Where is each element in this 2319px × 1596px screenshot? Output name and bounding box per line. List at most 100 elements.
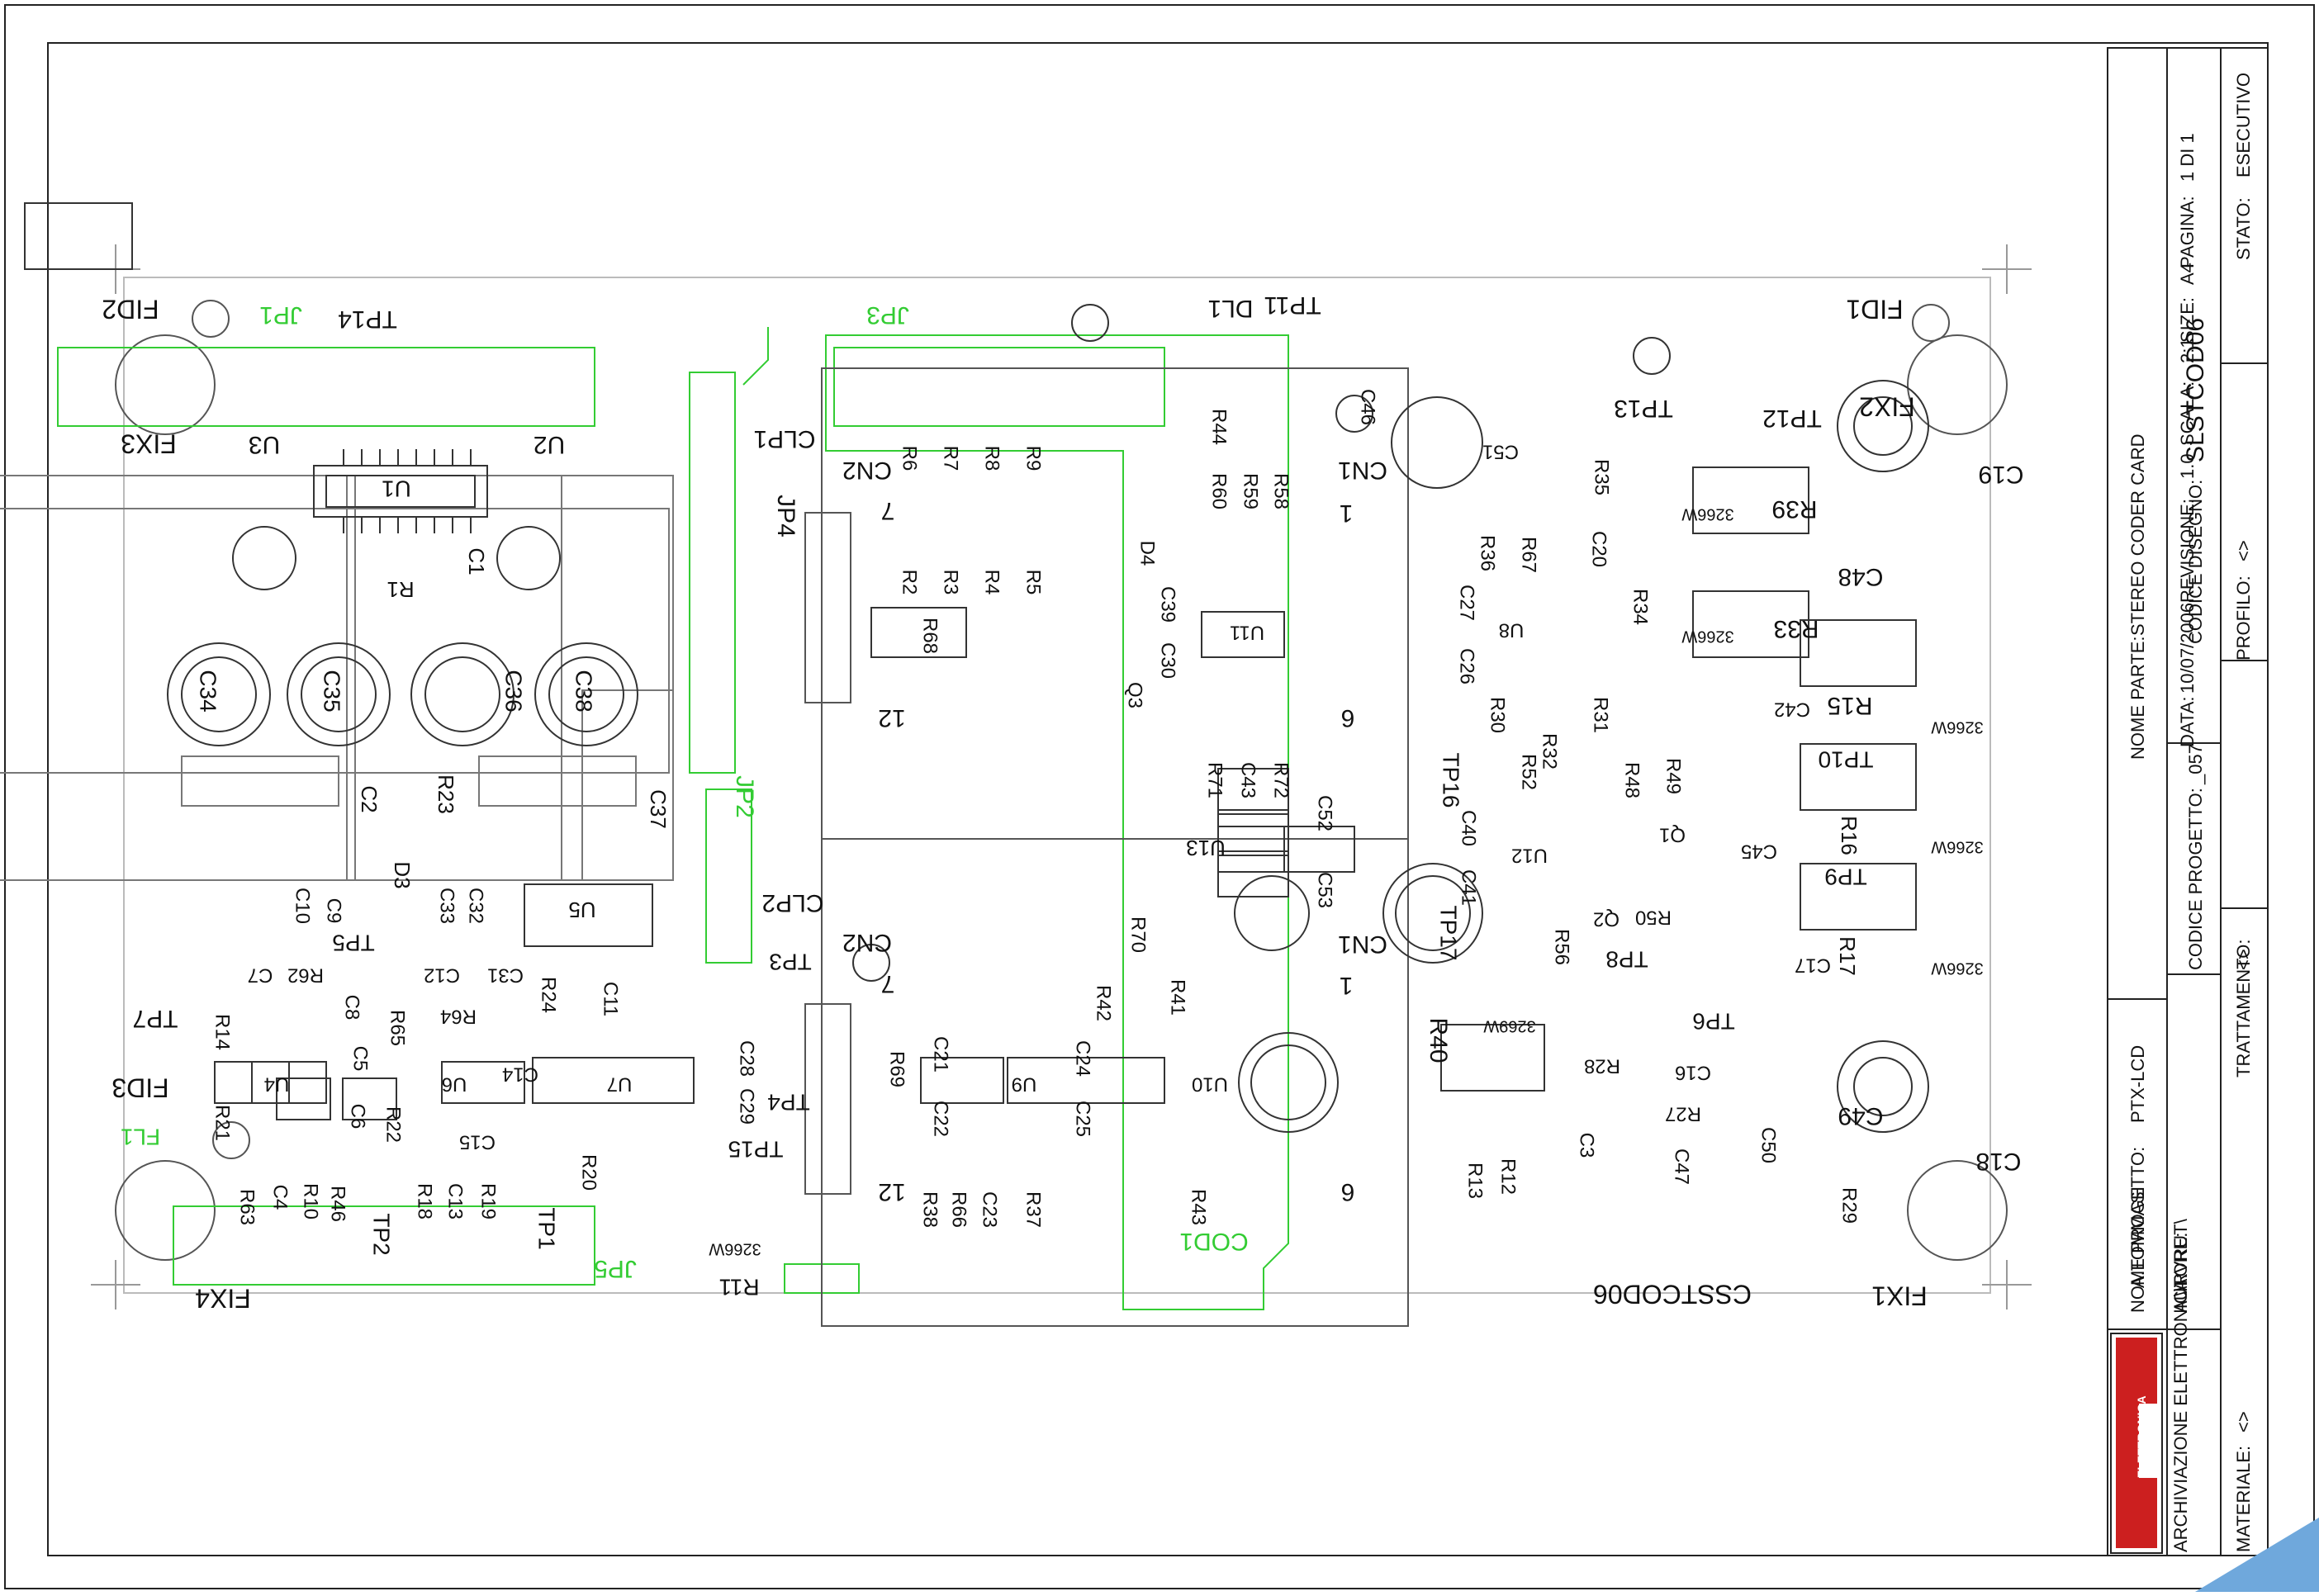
title-pagina: 1 DI 1 [2177,133,2198,182]
label-c25: C25 [1072,1101,1094,1137]
label-tp8: TP8 [1605,947,1648,973]
title-autore-label: AUTORE: [2170,1233,2191,1313]
label-r33: R33 [1773,615,1819,642]
label-c20: C20 [1588,531,1610,567]
label-r2: R2 [899,570,921,595]
label-u8: U8 [1499,619,1525,642]
label-c13: C13 [444,1183,467,1219]
label-u3: U3 [249,431,280,458]
label-u1: U1 [382,476,411,502]
label-q3: Q3 [1124,682,1146,708]
label-r66: R66 [948,1191,970,1228]
label-r10: R10 [300,1183,322,1219]
title-profilo-label: PROFILO: [2233,575,2254,661]
label-r58: R58 [1270,473,1292,509]
label-c22: C22 [930,1101,952,1137]
label-pin7: 7 [881,497,895,524]
label-pot: 3266W [1931,718,1983,736]
label-r17: R17 [1835,936,1860,976]
title-codice-progetto-label: CODICE PROGETTO: [2185,788,2206,970]
label-r37: R37 [1022,1191,1045,1228]
title-nome-progetto: PTX-LCD [2127,1045,2148,1123]
label-r32: R32 [1539,733,1561,770]
title-materiale: <> [2233,1411,2254,1433]
label-c39: C39 [1157,586,1179,623]
title-pagina-label: PAGINA: [2177,196,2198,268]
label-c35: C35 [320,670,345,712]
label-cod1: COD1 [1179,1228,1248,1255]
label-c37: C37 [646,789,671,829]
label-r39: R39 [1771,495,1817,523]
title-trattamento-label: TRATTAMENTO: [2233,940,2254,1077]
label-c7: C7 [248,964,273,987]
label-u13: U13 [1186,836,1226,860]
title-profilo: <> [2233,540,2254,561]
label-r14: R14 [211,1014,234,1050]
label-r12: R12 [1497,1158,1520,1195]
title-nome-parte: STEREO CODER CARD [2127,434,2148,636]
label-c48: C48 [1838,563,1883,590]
title-revisione-label: REVISIONE: [2177,499,2198,603]
label-c42: C42 [1774,699,1810,721]
label-c28: C28 [736,1040,758,1077]
label-r64: R64 [440,1006,477,1028]
label-fid1: FID1 [1846,295,1903,324]
label-r23: R23 [434,774,458,814]
title-data-label: DATA: [2177,696,2198,747]
label-r60: R60 [1208,473,1231,509]
u1-package [313,449,488,533]
title-revisione: 1.0 [2177,453,2198,479]
label-r20: R20 [578,1154,600,1191]
label-pin1: 1 [1340,500,1354,527]
label-d3: D3 [390,861,415,888]
label-c19: C19 [1978,461,2023,488]
label-pin7: 7 [881,970,895,997]
label-pin6: 6 [1341,1178,1355,1205]
label-board-code: CSSTCOD06 [1593,1280,1752,1309]
fix2-hole [1907,334,2008,435]
label-r9: R9 [1022,446,1045,471]
label-tp11: TP11 [1264,291,1321,319]
test-points [852,304,1671,982]
label-r43: R43 [1188,1189,1210,1225]
label-r4: R4 [981,570,1003,595]
label-c47: C47 [1671,1148,1693,1185]
label-r42: R42 [1093,985,1115,1021]
label-r31: R31 [1590,697,1612,733]
title-size-label: SIZE: [2177,297,2198,343]
label-c14: C14 [502,1063,538,1086]
label-r50: R50 [1635,907,1672,929]
label-c12: C12 [424,964,460,987]
board-outline [123,277,1991,1294]
label-c43: C43 [1237,762,1259,798]
title-scala-label: SCALA: [2177,381,2198,446]
label-r6: R6 [899,446,921,471]
label-tp2: TP2 [369,1213,395,1255]
label-r16: R16 [1837,816,1861,855]
fid1-mark [1912,304,1950,342]
title-nome-parte-label: NOME PARTE: [2127,636,2148,760]
label-u4: U4 [264,1073,290,1096]
label-r52: R52 [1518,754,1540,790]
label-pot: 3266W [1681,628,1733,646]
label-tp17: TP17 [1436,906,1462,961]
connector-blocks [804,367,1409,1327]
label-r70: R70 [1127,916,1150,953]
label-r15: R15 [1827,692,1872,719]
label-c10: C10 [292,888,314,924]
label-c21: C21 [930,1036,952,1073]
label-c40: C40 [1458,810,1480,846]
label-c53: C53 [1314,872,1336,908]
label-u12: U12 [1511,845,1548,867]
label-c27: C27 [1456,585,1478,621]
electrolytic-caps-heatsink [167,526,638,746]
label-c49: C49 [1838,1102,1883,1130]
label-c6: C6 [347,1104,369,1130]
label-fid3: FID3 [111,1073,168,1103]
label-r69: R69 [886,1051,908,1087]
label-r1: R1 [386,577,414,602]
label-r3: R3 [940,570,962,595]
label-c23: C23 [979,1191,1001,1228]
label-cn1: CN1 [1338,931,1387,958]
label-u10: U10 [1192,1073,1228,1096]
